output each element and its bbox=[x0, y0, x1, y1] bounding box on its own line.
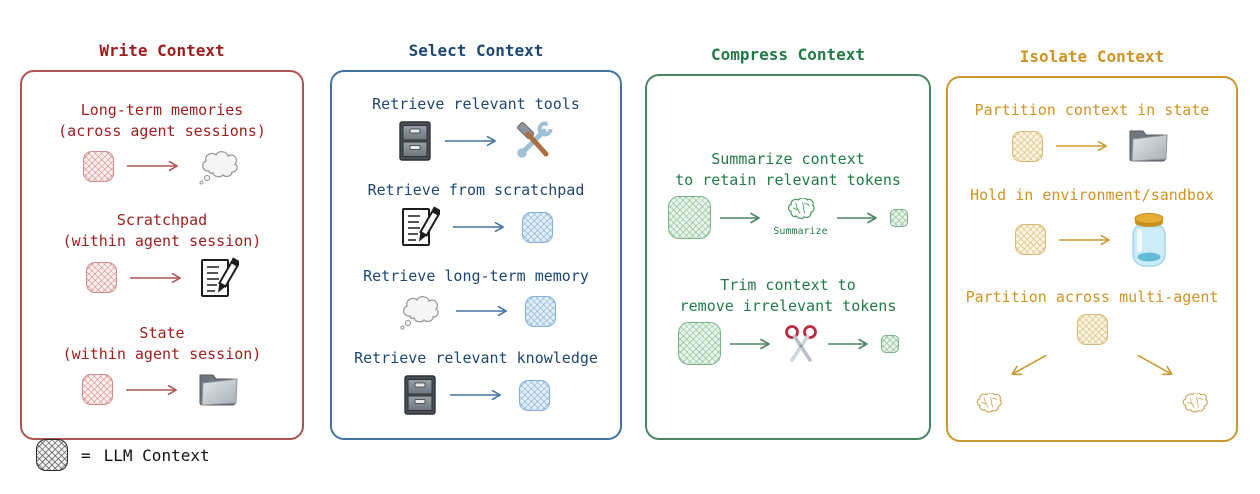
item-label: Summarize context to retain relevant tok… bbox=[675, 150, 901, 189]
context-chip bbox=[1011, 130, 1043, 162]
item-partition-state: Partition context in state bbox=[950, 100, 1234, 166]
memo-pencil-icon bbox=[199, 257, 239, 299]
jar-icon bbox=[1128, 211, 1170, 269]
context-chip bbox=[1014, 224, 1046, 255]
arrow-right-icon bbox=[126, 159, 184, 173]
arrow-down-left-icon bbox=[1002, 348, 1053, 384]
legend: = LLM Context bbox=[36, 439, 210, 471]
arrow-right-icon bbox=[1055, 139, 1113, 153]
arrow-right-icon bbox=[125, 383, 183, 397]
item-label: Scratchpad (within agent session) bbox=[62, 210, 262, 250]
summarize-step: Summarize bbox=[773, 198, 828, 238]
item-label: Trim context to remove irrelevant tokens bbox=[679, 276, 897, 315]
context-chip bbox=[81, 374, 113, 406]
arrow-down-right-icon bbox=[1132, 348, 1183, 384]
arrow-right-icon bbox=[836, 211, 882, 225]
context-chip bbox=[518, 379, 550, 411]
arrow-right-icon bbox=[452, 220, 510, 234]
context-chip bbox=[85, 262, 117, 293]
brain-sketch-icon bbox=[974, 393, 1004, 418]
context-chip-small bbox=[880, 334, 899, 353]
context-chip bbox=[524, 295, 556, 327]
thought-cloud-icon bbox=[397, 292, 443, 330]
panel-select-box: Retrieve relevant tools Retrieve from sc… bbox=[330, 70, 622, 440]
arrow-right-icon bbox=[1058, 233, 1116, 247]
item-label: Long-term memories (across agent session… bbox=[58, 101, 266, 141]
brain-sketch-icon bbox=[1180, 393, 1210, 418]
item-label: State (within agent session) bbox=[62, 323, 262, 363]
thought-cloud-icon bbox=[196, 147, 242, 185]
panel-title: Compress Context bbox=[710, 45, 866, 64]
arrow-right-icon bbox=[719, 211, 765, 225]
panel-compress: Compress Context Summarize context to re… bbox=[645, 44, 931, 440]
item-retrieve-memory: Retrieve long-term memory bbox=[334, 266, 618, 330]
context-chip bbox=[1076, 313, 1108, 345]
folder-icon bbox=[195, 370, 243, 410]
item-long-term-memories: Long-term memories (across agent session… bbox=[24, 100, 300, 185]
item-retrieve-knowledge: Retrieve relevant knowledge bbox=[334, 348, 618, 416]
arrow-right-icon bbox=[444, 134, 502, 148]
item-scratchpad: Scratchpad (within agent session) bbox=[24, 210, 300, 299]
panel-isolate-box: Partition context in state Hold in envir… bbox=[946, 76, 1238, 442]
summarize-caption: Summarize bbox=[773, 225, 828, 237]
item-retrieve-scratchpad: Retrieve from scratchpad bbox=[334, 180, 618, 248]
folder-icon bbox=[1125, 126, 1173, 166]
context-chip-large bbox=[677, 322, 721, 365]
panel-write: Write Context Long-term memories (across… bbox=[20, 40, 304, 440]
context-chip-large bbox=[668, 196, 712, 239]
hammer-wrench-icon bbox=[514, 121, 554, 161]
scissors-icon bbox=[783, 324, 819, 364]
brain-scribble-icon bbox=[785, 198, 817, 225]
legend-label: LLM Context bbox=[103, 445, 210, 465]
arrow-right-icon bbox=[455, 304, 513, 318]
file-cabinet-icon bbox=[403, 374, 437, 416]
equals-sign: = bbox=[81, 445, 91, 465]
arrow-right-icon bbox=[129, 271, 187, 285]
panel-title: Isolate Context bbox=[1019, 47, 1165, 66]
panel-title: Select Context bbox=[408, 41, 544, 60]
arrow-right-icon bbox=[449, 388, 507, 402]
arrow-right-icon bbox=[827, 337, 873, 351]
context-chip bbox=[82, 150, 114, 182]
item-state: State (within agent session) bbox=[24, 323, 300, 410]
item-trim: Trim context to remove irrelevant tokens bbox=[649, 275, 927, 365]
split-arrows-icon bbox=[972, 347, 1212, 393]
panel-write-box: Long-term memories (across agent session… bbox=[20, 70, 304, 440]
context-chip bbox=[521, 211, 553, 243]
panel-isolate: Isolate Context Partition context in sta… bbox=[946, 46, 1238, 442]
panel-compress-box: Summarize context to retain relevant tok… bbox=[645, 74, 931, 440]
item-hold-sandbox: Hold in environment/sandbox bbox=[950, 185, 1234, 269]
arrow-right-icon bbox=[729, 337, 775, 351]
item-retrieve-tools: Retrieve relevant tools bbox=[334, 94, 618, 162]
file-cabinet-icon bbox=[398, 120, 432, 162]
llm-context-chip bbox=[36, 439, 68, 471]
memo-pencil-icon bbox=[400, 206, 440, 248]
panel-select: Select Context Retrieve relevant tools R… bbox=[330, 40, 622, 440]
context-chip-small bbox=[889, 208, 908, 227]
item-summarize: Summarize context to retain relevant tok… bbox=[649, 149, 927, 239]
item-partition-multi-agent: Partition across multi-agent bbox=[950, 287, 1234, 418]
panel-title: Write Context bbox=[99, 41, 225, 60]
